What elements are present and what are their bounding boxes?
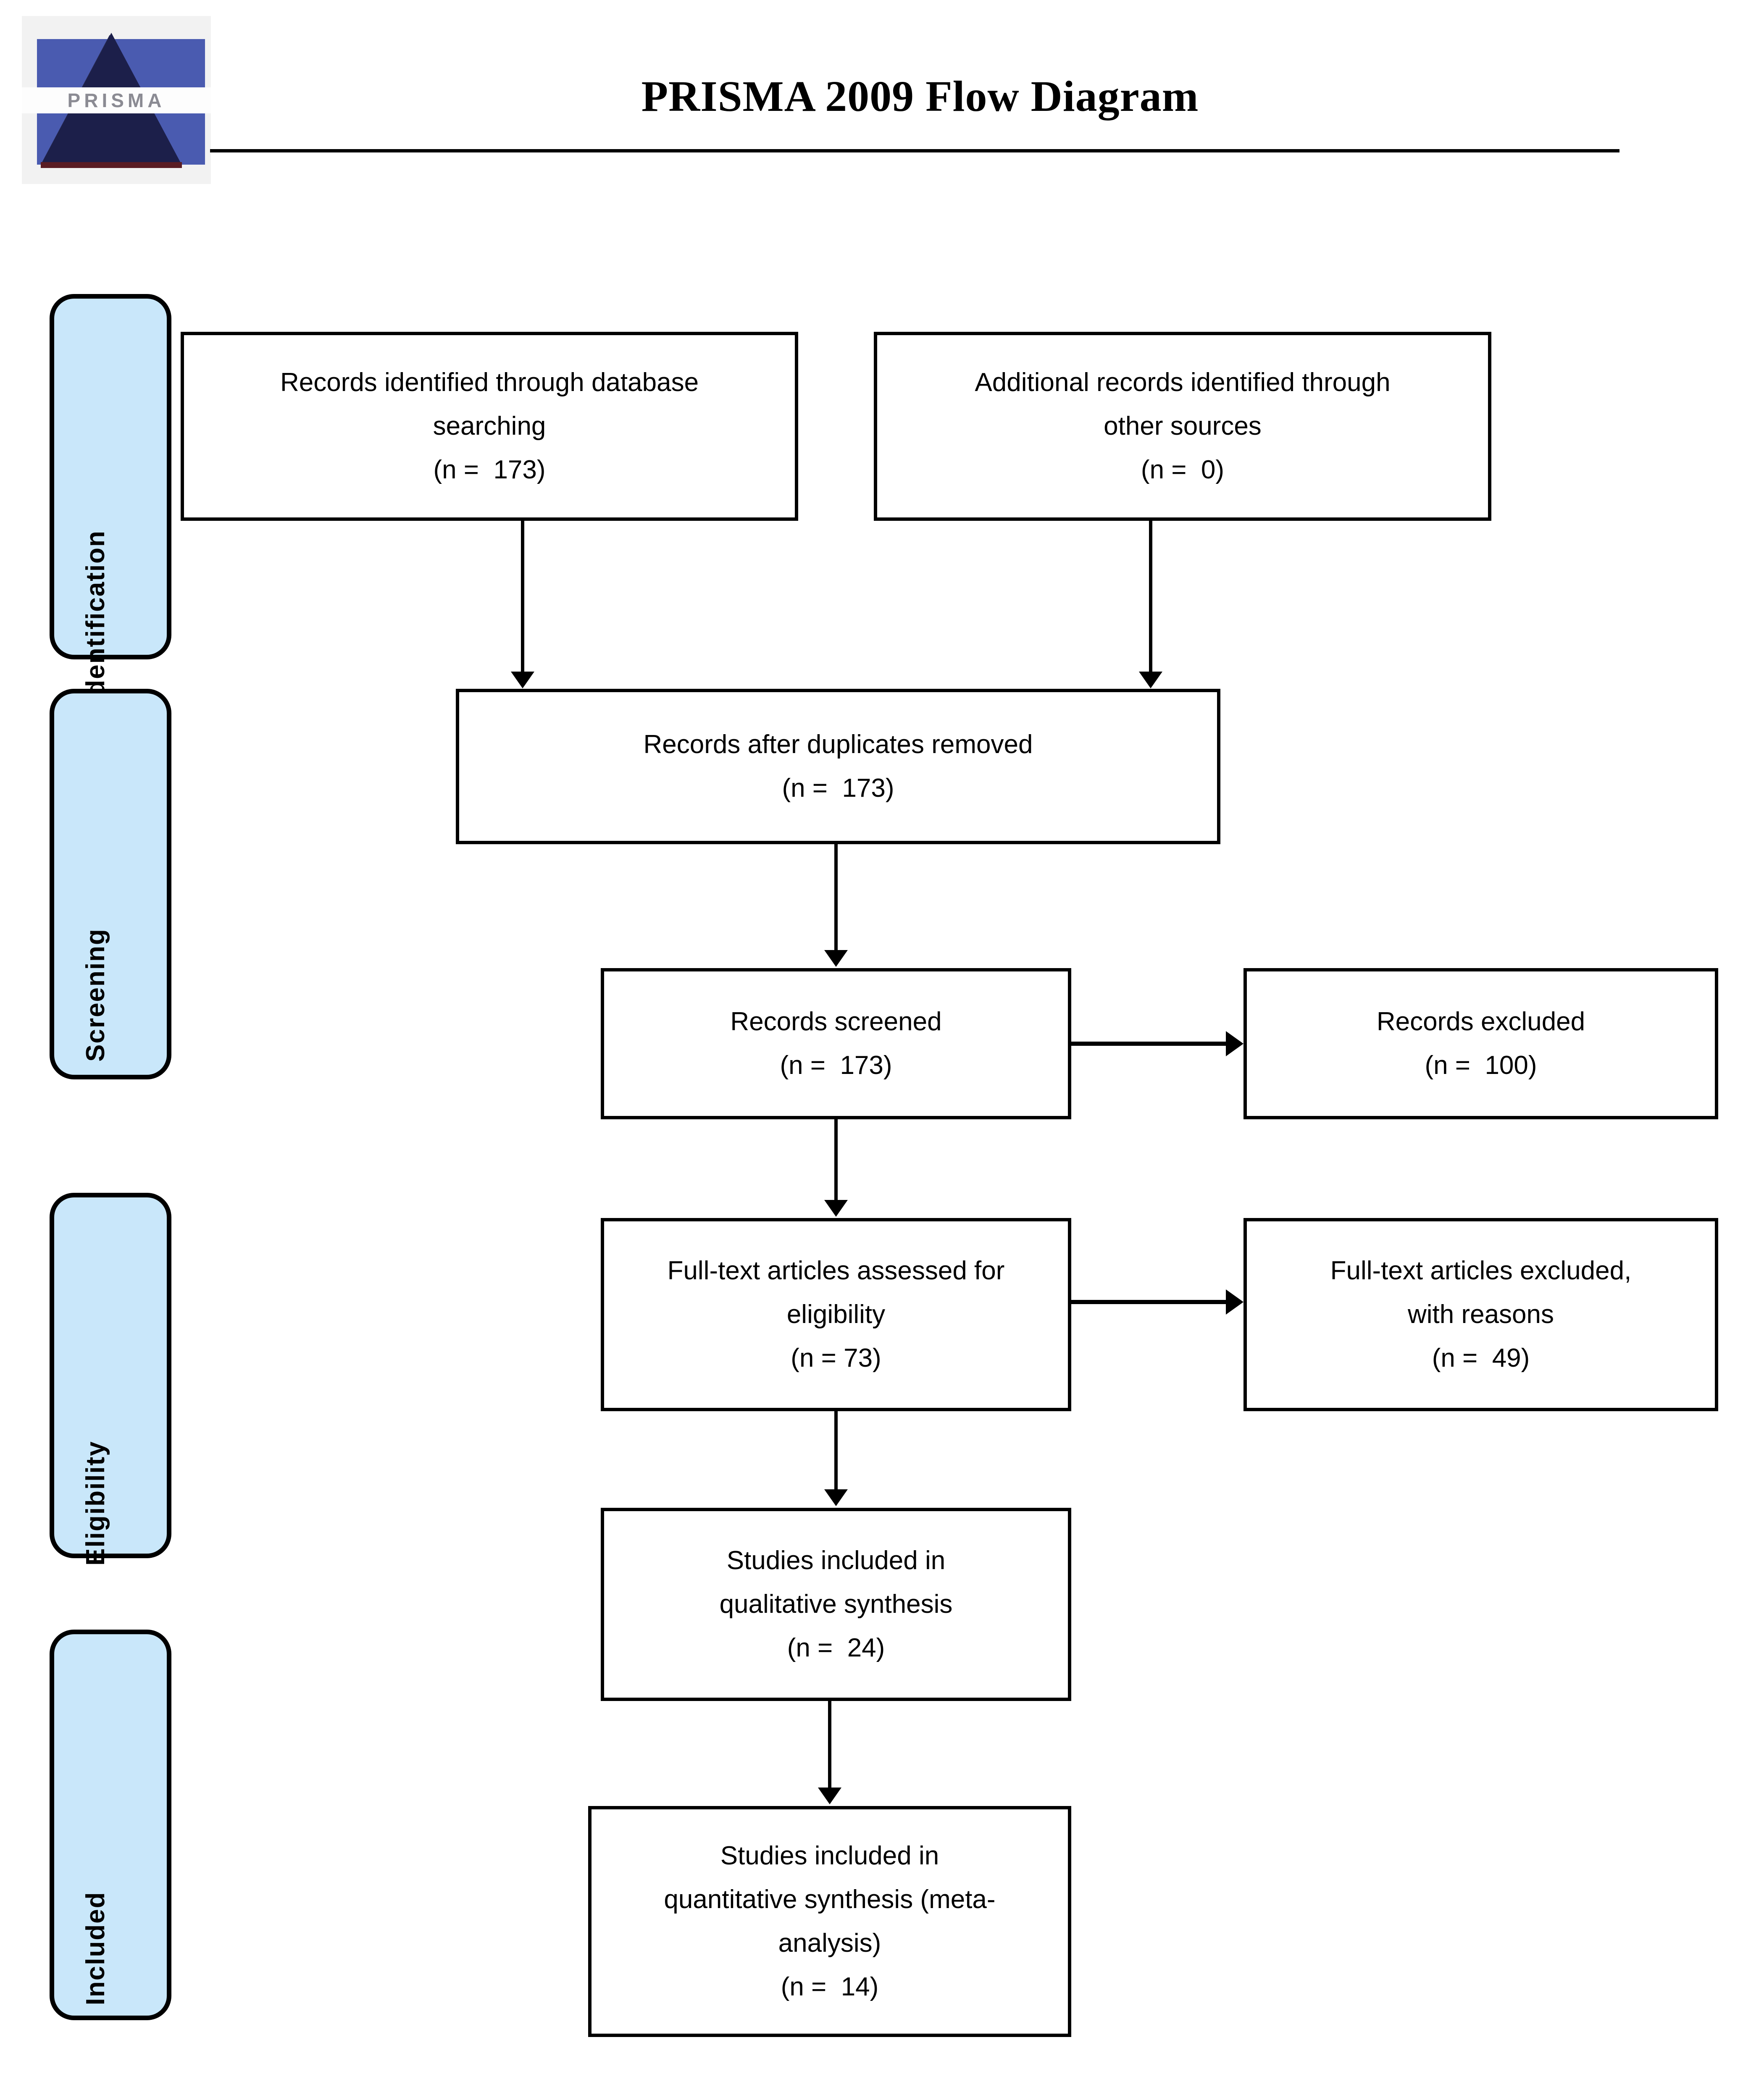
- arrow-other-to-duplicates: [1139, 521, 1162, 688]
- flow-box-count: (n = 173): [782, 774, 894, 803]
- flow-box-count: (n = 173): [433, 455, 546, 484]
- stage-pill-eligibility: Eligibility: [50, 1193, 171, 1566]
- page-header: PRISMA PRISMA 2009 Flow Diagram: [0, 0, 1764, 184]
- flow-box-line: Additional records identified through: [975, 368, 1391, 397]
- arrow-db-to-duplicates: [511, 521, 534, 688]
- flow-box-line: Records screened: [730, 1007, 942, 1036]
- stage-pill-identification: Identification: [50, 294, 171, 704]
- flow-box-line: Records identified through database: [280, 368, 699, 397]
- flow-box-count: (n = 24): [787, 1633, 885, 1662]
- flow-box-records-screened: Records screened (n = 173): [601, 968, 1071, 1119]
- flow-box-count: (n = 0): [1141, 455, 1225, 484]
- flow-box-count: (n = 14): [781, 1972, 879, 2001]
- arrowhead-down-icon: [818, 1788, 841, 1804]
- flow-box-records-identified-database: Records identified through database sear…: [181, 332, 798, 521]
- arrowhead-down-icon: [511, 672, 534, 688]
- arrow-screened-to-fulltext: [824, 1119, 848, 1217]
- flow-box-fulltext-assessed-eligibility: Full-text articles assessed for eligibil…: [601, 1218, 1071, 1411]
- flow-box-count: (n = 73): [791, 1344, 881, 1373]
- arrowhead-down-icon: [824, 950, 848, 967]
- stage-pill-included: Included: [50, 1630, 171, 2020]
- arrow-screened-to-excluded: [1071, 1031, 1243, 1056]
- arrowhead-down-icon: [824, 1200, 848, 1217]
- flow-box-line: searching: [433, 412, 546, 441]
- flow-box-line: analysis): [778, 1929, 881, 1958]
- flow-box-line: qualitative synthesis: [719, 1590, 953, 1619]
- flow-box-line: eligibility: [786, 1300, 886, 1329]
- flow-box-records-excluded: Records excluded (n = 100): [1243, 968, 1718, 1119]
- arrow-fulltext-to-qualitative: [824, 1411, 848, 1506]
- page-title: PRISMA 2009 Flow Diagram: [641, 72, 1199, 121]
- header-divider: [210, 149, 1619, 152]
- logo-wordmark: PRISMA: [67, 89, 166, 111]
- flow-box-records-after-duplicates-removed: Records after duplicates removed (n = 17…: [456, 689, 1220, 844]
- flow-box-studies-quantitative-synthesis: Studies included in quantitative synthes…: [588, 1806, 1071, 2037]
- arrowhead-down-icon: [824, 1489, 848, 1506]
- flow-box-line: quantitative synthesis (meta-: [664, 1885, 996, 1914]
- flow-box-line: Records after duplicates removed: [643, 730, 1033, 759]
- flow-box-line: other sources: [1104, 412, 1262, 441]
- arrow-qualitative-to-quantitative: [818, 1701, 841, 1804]
- flow-box-count: (n = 173): [780, 1051, 892, 1080]
- stage-label-included: Included: [81, 1891, 110, 2006]
- flow-box-count: (n = 49): [1432, 1344, 1530, 1373]
- stage-label-eligibility: Eligibility: [81, 1441, 110, 1566]
- flow-box-count: (n = 100): [1425, 1051, 1537, 1080]
- stage-label-identification: Identification: [81, 530, 110, 704]
- arrow-fulltext-to-excluded: [1071, 1289, 1243, 1315]
- stage-label-screening: Screening: [81, 928, 110, 1062]
- flow-box-studies-qualitative-synthesis: Studies included in qualitative synthesi…: [601, 1508, 1071, 1701]
- flow-box-line: Full-text articles assessed for: [667, 1256, 1005, 1285]
- flow-box-line: Full-text articles excluded,: [1330, 1256, 1632, 1285]
- flow-box-line: Studies included in: [720, 1841, 939, 1870]
- logo-base-bar: [41, 162, 182, 168]
- flow-box-line: Studies included in: [726, 1546, 946, 1575]
- arrowhead-down-icon: [1139, 672, 1162, 688]
- flow-box-additional-records-other-sources: Additional records identified through ot…: [874, 332, 1491, 521]
- prisma-logo: PRISMA: [22, 16, 211, 184]
- flow-box-fulltext-excluded-with-reasons: Full-text articles excluded, with reason…: [1243, 1218, 1718, 1411]
- arrow-duplicates-to-screened: [824, 844, 848, 967]
- logo-white-stripe: [22, 87, 211, 113]
- arrowhead-right-icon: [1226, 1031, 1243, 1056]
- stage-pill-screening: Screening: [50, 689, 171, 1079]
- flow-box-line: Records excluded: [1376, 1007, 1585, 1036]
- flow-box-line: with reasons: [1407, 1300, 1554, 1329]
- arrowhead-right-icon: [1226, 1289, 1243, 1315]
